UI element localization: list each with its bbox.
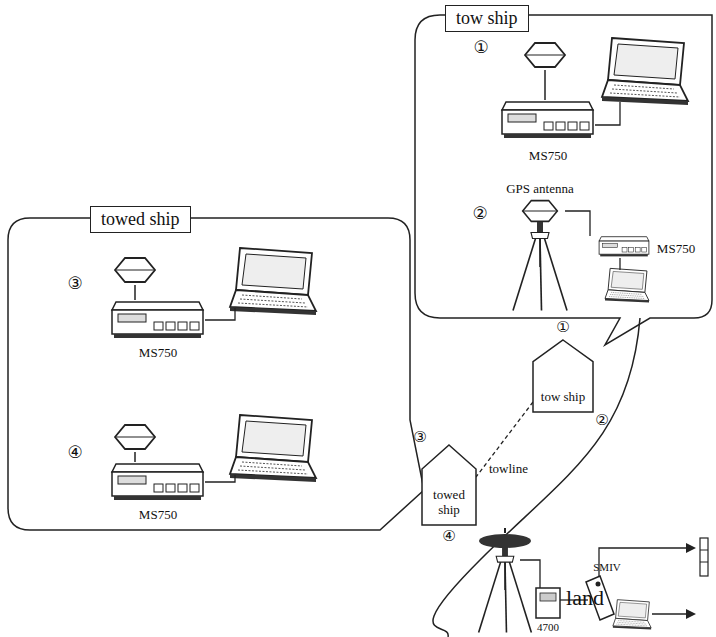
part-label: MS750 <box>139 508 177 521</box>
callout-number: ② <box>472 205 487 222</box>
part-label: land <box>566 587 604 609</box>
callout-number: ③ <box>413 430 426 445</box>
callout-bubble <box>8 218 424 530</box>
part-label: SMIV <box>593 562 621 573</box>
callout-number: ④ <box>442 529 455 544</box>
callout-number: ④ <box>67 444 82 461</box>
ship-shape: towed ship <box>422 445 476 525</box>
callout-number: ③ <box>67 275 82 292</box>
callout-number: ② <box>595 413 608 428</box>
panel-heading: tow ship <box>445 5 529 32</box>
part-label: 4700 <box>537 622 559 633</box>
callout-bubble <box>415 15 712 345</box>
panel-heading: towed ship <box>90 206 191 233</box>
ship-name: towed ship <box>422 488 476 517</box>
part-label: MS750 <box>139 346 177 359</box>
part-label: MS750 <box>657 242 695 255</box>
ship-name: tow ship <box>541 390 585 404</box>
callout-panel: towed ship <box>8 218 410 530</box>
edge-label: towline <box>487 461 530 477</box>
callout-number: ① <box>473 39 488 56</box>
callout-panel: tow ship <box>415 15 712 318</box>
part-label: MS750 <box>529 149 567 162</box>
ship-shape: tow ship <box>533 340 593 412</box>
callout-number: ① <box>556 320 569 335</box>
part-label: GPS antenna <box>506 182 574 195</box>
towline-connector <box>476 402 533 477</box>
